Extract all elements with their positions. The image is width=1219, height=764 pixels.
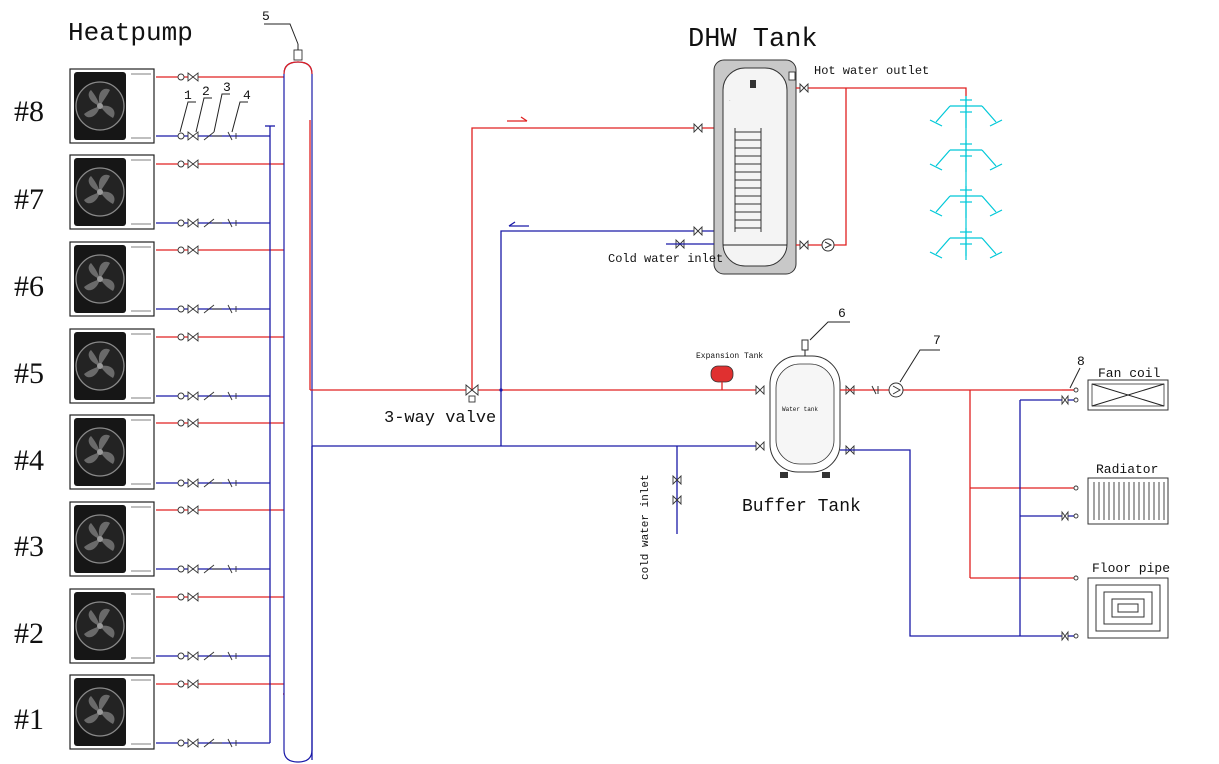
heatpump-cold-pipes — [156, 125, 275, 744]
callout-1: 1 — [184, 88, 192, 103]
floor-pipe — [1087, 577, 1169, 639]
unit-label-7: #7 — [14, 183, 44, 216]
buffer-tank-title: Buffer Tank — [742, 497, 861, 517]
callout-6: 6 — [838, 306, 846, 321]
unit-label-3: #3 — [14, 530, 44, 563]
heatpump-unit-4 — [69, 414, 155, 490]
fixture-1 — [929, 96, 1003, 128]
callout-4: 4 — [243, 88, 251, 103]
heatpump-return-valves — [177, 131, 237, 748]
hydraulic-separator — [283, 44, 313, 763]
heatpump-hot-pipes — [156, 76, 298, 695]
fixture-3 — [929, 186, 1003, 218]
fixture-4 — [929, 228, 1003, 260]
buffer-tank: Water tank — [769, 339, 841, 478]
heatpump-unit-3 — [69, 501, 155, 577]
callout-2: 2 — [202, 84, 210, 99]
unit-labels: #8 #7 #6 #5 #4 #3 #2 #1 — [14, 95, 44, 736]
floor-pipe-label: Floor pipe — [1092, 561, 1170, 576]
dhw-tank-title: DHW Tank — [688, 25, 818, 55]
heatpump-unit-2 — [69, 588, 155, 664]
callout-5: 5 — [262, 9, 270, 24]
unit-label-8: #8 — [14, 95, 44, 128]
heatpump-unit-1 — [69, 674, 155, 750]
buffer-cold-water-inlet-label: cold water inlet — [640, 474, 652, 580]
unit-label-5: #5 — [14, 357, 44, 390]
hot-water-distribution — [846, 87, 967, 96]
radiator-label: Radiator — [1096, 462, 1158, 477]
heatpump-units — [69, 68, 155, 750]
callout-leaders — [179, 23, 1081, 389]
buffer-inner-label: Water tank — [782, 406, 818, 413]
heatpump-valves — [177, 72, 199, 689]
radiator — [1087, 477, 1169, 525]
three-way-valve[interactable] — [465, 384, 503, 403]
dhw-recirculation-loop — [796, 88, 847, 246]
buffer-cold-water-inlet — [672, 446, 682, 534]
dhw-tank: · — [713, 59, 797, 275]
heatpump-unit-7 — [69, 154, 155, 230]
dhw-hot-loop — [471, 127, 718, 390]
callout-7: 7 — [933, 333, 941, 348]
heating-return-cold — [840, 449, 1062, 637]
heatpump-title: Heatpump — [68, 18, 193, 48]
expansion-tank — [710, 365, 734, 390]
fan-coil — [1087, 379, 1169, 411]
dhw-cold-water-inlet-label: Cold water inlet — [608, 252, 723, 266]
heatpump-unit-6 — [69, 241, 155, 317]
fixture-2 — [929, 140, 1003, 172]
expansion-tank-label: Expansion Tank — [696, 352, 763, 361]
unit-label-1: #1 — [14, 703, 44, 736]
heatpump-unit-8 — [69, 68, 155, 144]
heatpump-unit-5 — [69, 328, 155, 404]
callout-numbers: 1 2 3 4 5 6 7 8 — [184, 9, 1085, 369]
dhw-coil — [734, 128, 762, 232]
fan-coil-label: Fan coil — [1098, 366, 1161, 381]
callout-8: 8 — [1077, 354, 1085, 369]
unit-label-4: #4 — [14, 444, 44, 477]
dhw-cold-loop — [500, 230, 718, 446]
recirculation-pump[interactable] — [821, 238, 835, 252]
callout-3: 3 — [223, 80, 231, 95]
hot-water-outlet-label: Hot water outlet — [814, 64, 929, 78]
unit-label-2: #2 — [14, 617, 44, 650]
emitter-valves — [1061, 387, 1079, 642]
dhw-valves — [675, 71, 809, 251]
emitter-manifold — [969, 389, 1076, 637]
three-way-valve-label: 3-way valve — [384, 409, 496, 428]
svg-text:·: · — [729, 99, 731, 102]
circulation-pump[interactable] — [871, 382, 904, 398]
hot-water-fixtures — [929, 96, 1003, 260]
unit-label-6: #6 — [14, 270, 44, 303]
